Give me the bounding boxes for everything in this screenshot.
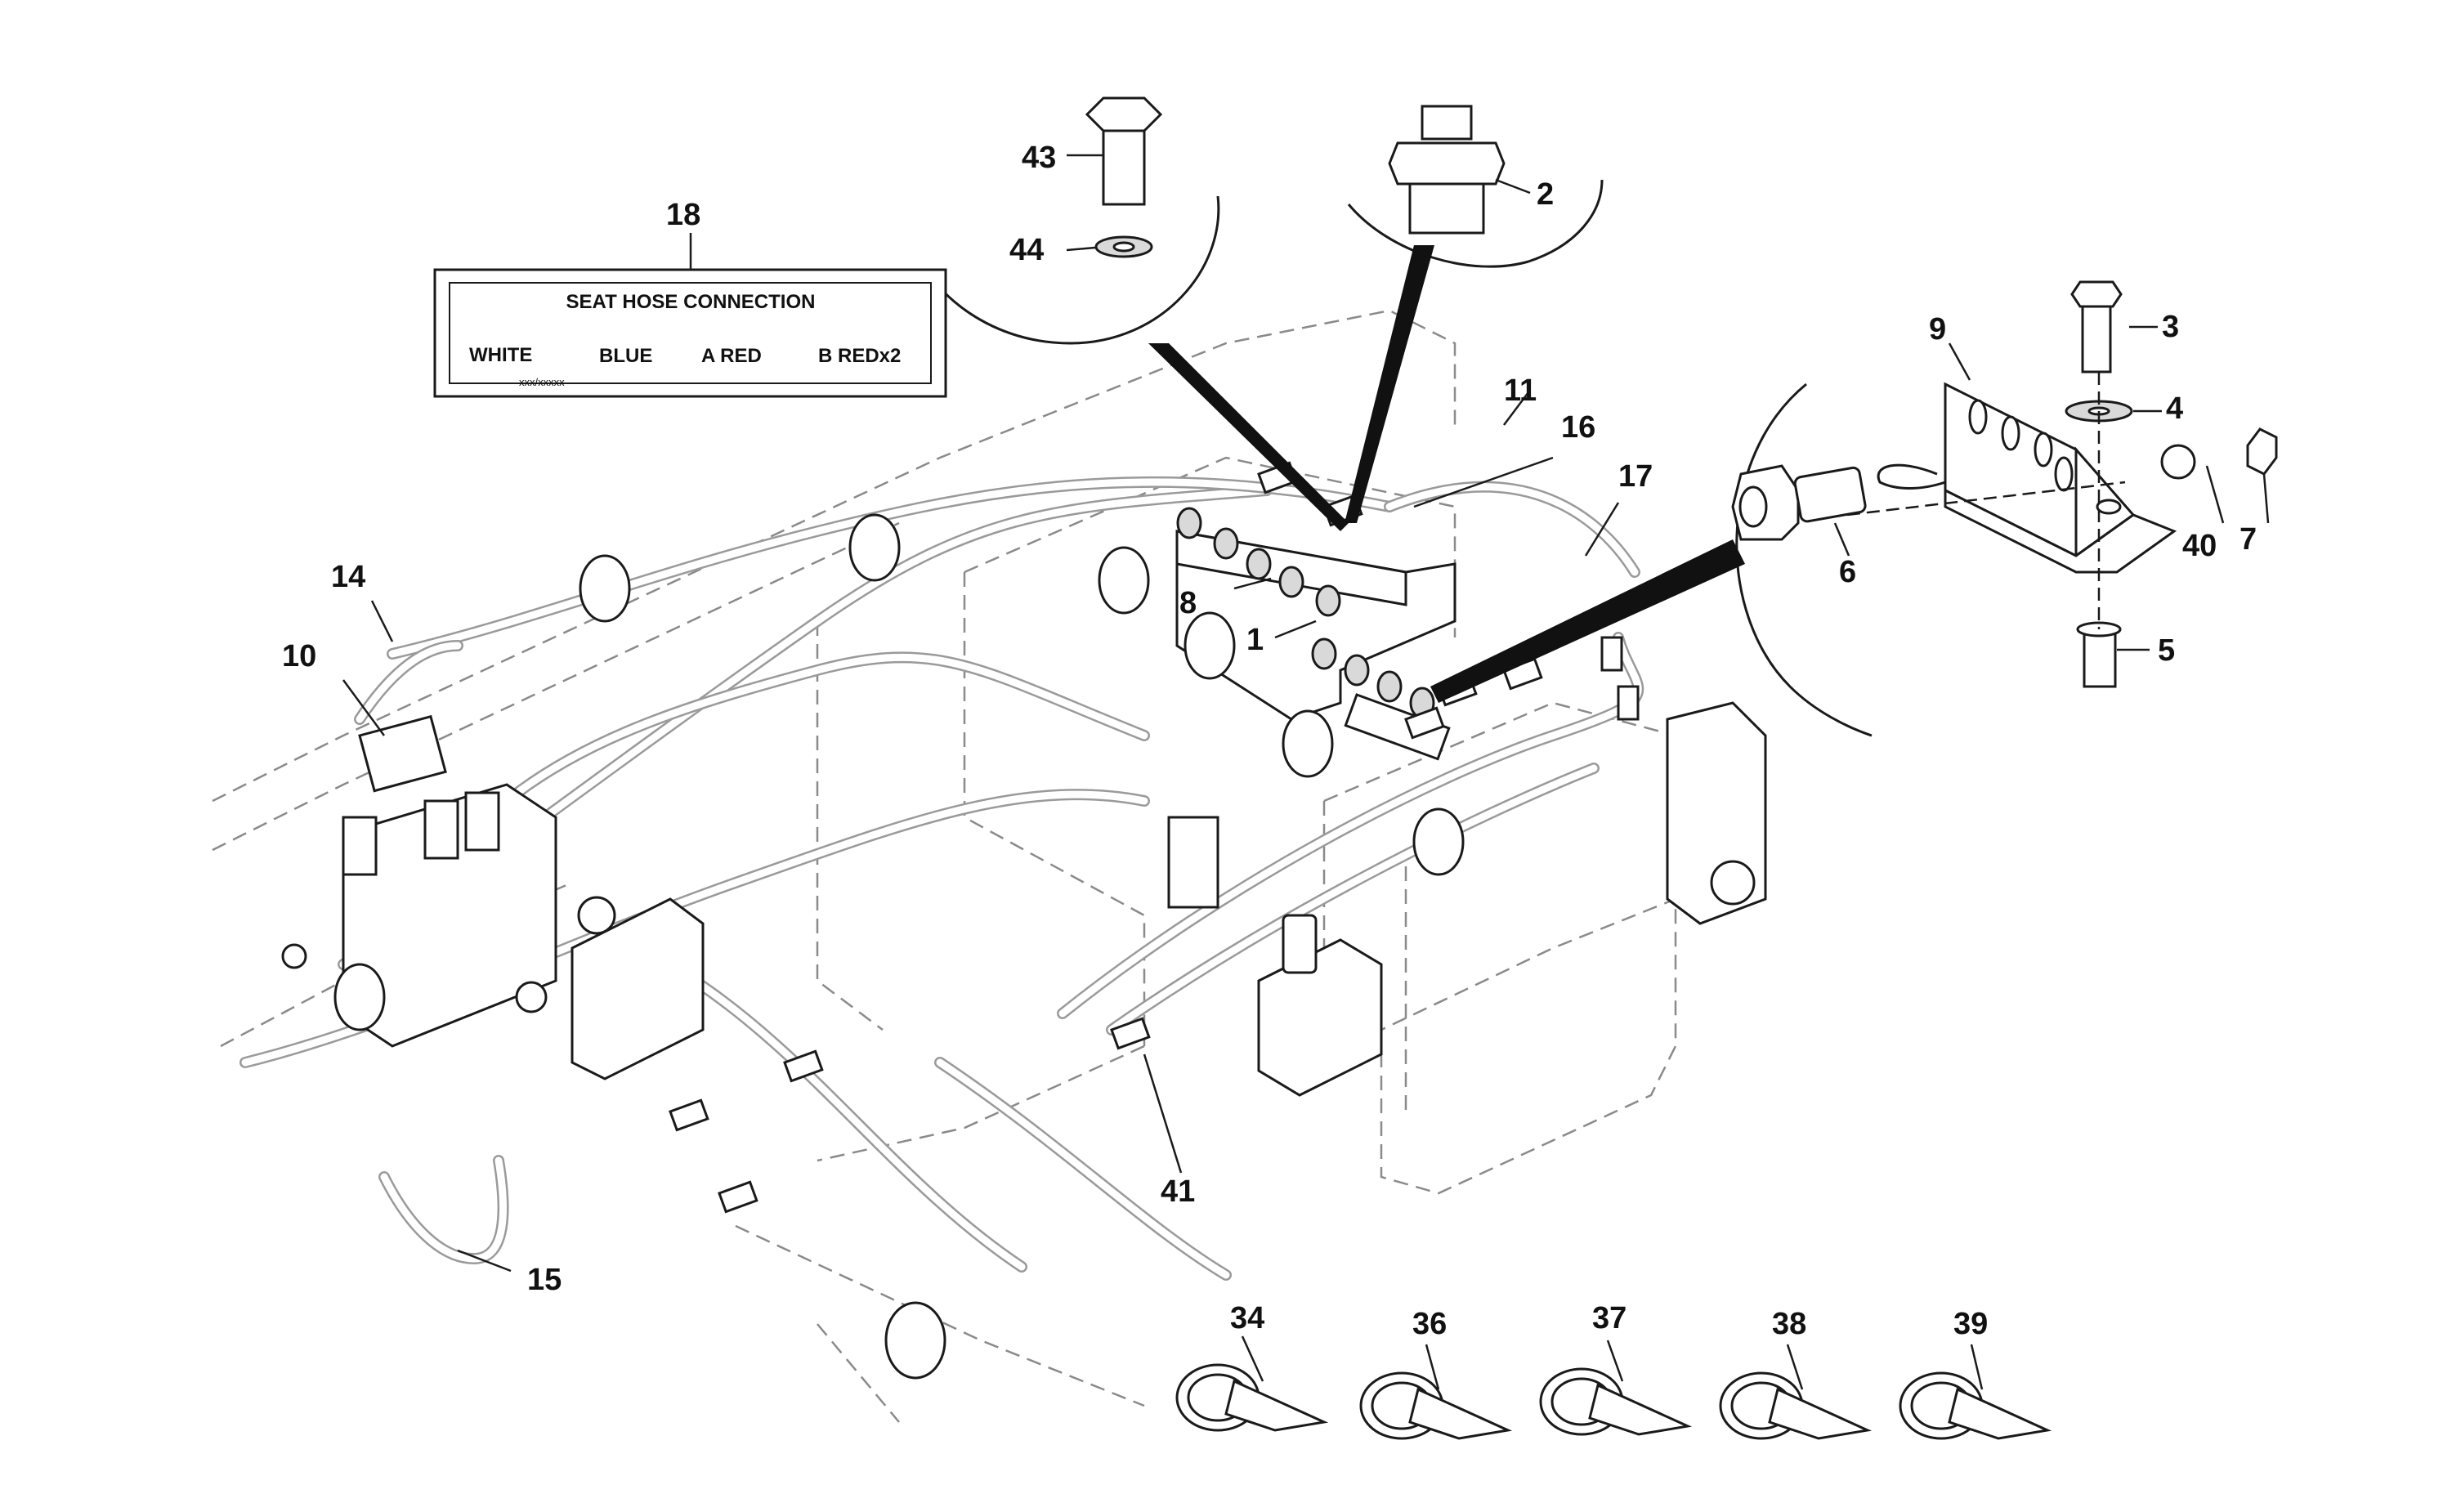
- detail-adapter: [1345, 105, 1604, 523]
- callout-34: 34: [1230, 1301, 1264, 1335]
- callout-41: 41: [1161, 1174, 1195, 1209]
- manifold-block: [1175, 507, 1456, 761]
- callout-1: 1: [1246, 623, 1264, 657]
- decal-title: SEAT HOSE CONNECTION: [566, 291, 816, 313]
- cable-ties: [1175, 1363, 2052, 1440]
- callout-14: 14: [331, 560, 365, 594]
- callout-6: 6: [1839, 555, 1856, 589]
- callout-11: 11: [1504, 374, 1537, 408]
- cable-tie-34: [1175, 1363, 1329, 1432]
- leader-lines: [342, 154, 2270, 1390]
- fittings: [669, 461, 1640, 1214]
- callout-3: 3: [2162, 310, 2179, 344]
- hose-clamps: [333, 513, 1465, 1380]
- bracket-assembly: [1846, 280, 2278, 688]
- callout-10: 10: [282, 639, 316, 673]
- cable-tie-38: [1719, 1371, 1873, 1440]
- cable-tie-36: [1359, 1371, 1513, 1440]
- callout-8: 8: [1179, 586, 1197, 620]
- callout-38: 38: [1772, 1307, 1806, 1341]
- callout-18: 18: [666, 198, 700, 232]
- callout-16: 16: [1561, 410, 1595, 445]
- decal-item-a-red: A RED: [701, 345, 762, 367]
- cable-tie-37: [1539, 1367, 1693, 1436]
- callout-39: 39: [1953, 1307, 1988, 1341]
- valve-bank-left: [281, 714, 605, 1048]
- detail-bolt-washer: [930, 96, 1349, 531]
- callout-4: 4: [2166, 391, 2183, 426]
- callout-5: 5: [2158, 633, 2175, 668]
- callout-2: 2: [1537, 177, 1554, 212]
- decal-item-b-red: B REDx2: [818, 345, 901, 367]
- callout-44: 44: [1009, 233, 1044, 267]
- cable-tie-39: [1899, 1371, 2052, 1440]
- callout-43: 43: [1022, 141, 1056, 175]
- callout-17: 17: [1618, 459, 1653, 494]
- chassis-frame: [212, 309, 1677, 1423]
- callout-7: 7: [2240, 522, 2257, 557]
- detail-connector: [1430, 382, 1873, 737]
- right-valve-block: [1257, 701, 1767, 1097]
- callout-numbers: 43 44 2 18 3 9 4 11 16 17 40 7 6 5 14 10…: [282, 141, 2257, 1341]
- hose-connection-decal: SEAT HOSE CONNECTION WHITE BLUE A RED B …: [433, 233, 947, 398]
- decal-code: xxx/xxxxx: [519, 376, 565, 388]
- callout-9: 9: [1929, 312, 1946, 347]
- callout-36: 36: [1412, 1307, 1447, 1341]
- center-valve: [571, 816, 1219, 1080]
- decal-item-blue: BLUE: [599, 345, 652, 367]
- decal-item-white: WHITE: [469, 344, 532, 366]
- callout-15: 15: [527, 1263, 562, 1297]
- callout-37: 37: [1592, 1301, 1626, 1335]
- callout-40: 40: [2182, 529, 2217, 563]
